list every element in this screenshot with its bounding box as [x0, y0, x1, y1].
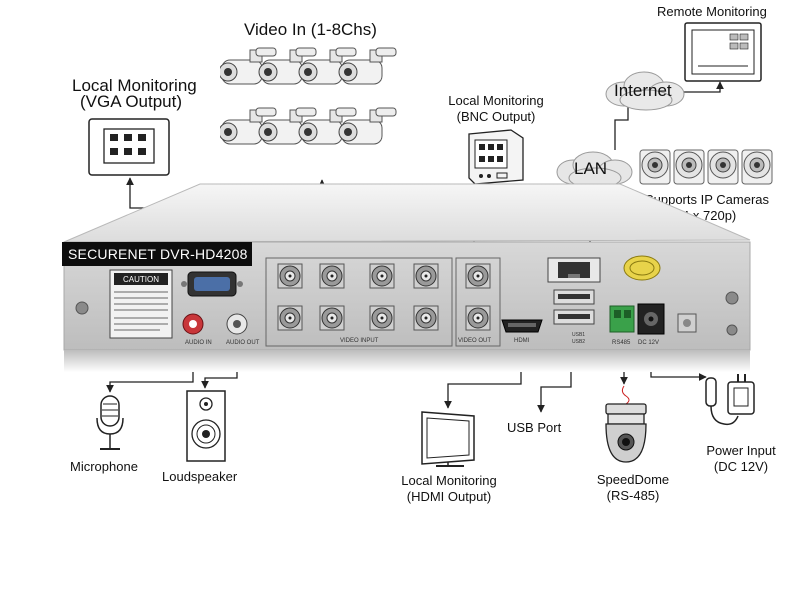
bnc-label: Local Monitoring (BNC Output) — [438, 93, 554, 125]
bnc-label-line2: (BNC Output) — [456, 109, 536, 124]
power-label: Power Input (DC 12V) — [698, 443, 784, 475]
dc12v-text: DC 12V — [638, 340, 659, 346]
dvr-top-cover — [63, 183, 751, 243]
video-out-frame — [455, 257, 501, 347]
vga-port — [181, 271, 243, 297]
audio-in-port — [182, 313, 204, 335]
bnc-connector — [319, 305, 345, 331]
bullet-camera — [220, 47, 277, 85]
passed-sticker — [623, 255, 661, 281]
usb-ports — [553, 289, 595, 325]
bnc-monitor-icon — [468, 129, 524, 185]
video-input-text: VIDEO INPUT — [340, 338, 379, 344]
bullet-camera — [338, 107, 397, 145]
bnc-connector — [413, 263, 439, 289]
power-adapter-icon — [705, 374, 755, 426]
speeddome-icon — [605, 385, 647, 463]
remote-link — [680, 81, 724, 93]
lan-cloud-icon — [556, 151, 633, 189]
remote-label: Remote Monitoring — [657, 4, 767, 19]
video-in-label: Video In (1-8Chs) — [244, 20, 377, 39]
lan-port — [547, 257, 601, 283]
ip-cameras-line1: Supports IP Cameras — [644, 192, 770, 207]
usb2-text: USB2 — [572, 339, 585, 345]
ip-camera — [741, 149, 773, 185]
vga-label-line1: Local Monitoring — [72, 76, 197, 95]
loudspeaker-icon — [186, 390, 226, 462]
speeddome-label: SpeedDome (RS-485) — [590, 472, 676, 504]
power-line2: (DC 12V) — [713, 459, 769, 474]
rs485-terminal — [609, 305, 635, 333]
bnc-connector — [277, 305, 303, 331]
lan-label: LAN — [574, 159, 608, 178]
hdmi-label-line1: Local Monitoring — [401, 473, 497, 488]
hdmi-port — [501, 319, 543, 333]
bullet-camera — [298, 47, 357, 85]
usb1-text: USB1 — [572, 332, 585, 338]
loudspeaker-label: Loudspeaker — [162, 469, 238, 484]
bullet-camera — [220, 107, 277, 145]
bnc-connector — [465, 305, 491, 331]
vga-label-line2: (VGA Output) — [79, 92, 183, 111]
dc-jack — [637, 303, 665, 335]
model-badge: SECURENET DVR-HD4208 — [62, 242, 252, 266]
analog-cameras — [220, 47, 397, 145]
video-out-text: VIDEO OUT — [458, 338, 491, 344]
bnc-connector — [413, 305, 439, 331]
bullet-camera — [338, 47, 397, 85]
audio-out-port — [226, 313, 248, 335]
hdmi-text: HDMI — [514, 338, 530, 344]
internet-link — [614, 105, 629, 150]
bnc-label-line1: Local Monitoring — [448, 93, 544, 108]
microphone-icon — [96, 395, 124, 450]
caution-title: CAUTION — [123, 275, 159, 284]
ip-camera — [707, 149, 739, 185]
ip-cameras-icon — [639, 149, 773, 185]
ip-camera — [639, 149, 671, 185]
vga-monitor-icon — [88, 118, 170, 176]
hdmi-label-line2: (HDMI Output) — [406, 489, 492, 504]
speeddome-line1: SpeedDome — [596, 472, 670, 487]
internet-cloud-icon — [605, 71, 685, 111]
power-line1: Power Input — [706, 443, 776, 458]
video-input-frame — [265, 257, 453, 347]
vga-label: Local Monitoring (VGA Output) — [72, 76, 197, 111]
bullet-camera — [258, 47, 317, 85]
caution-sticker: CAUTION — [109, 269, 173, 339]
microphone-label: Microphone — [70, 459, 138, 474]
internet-label: Internet — [614, 81, 672, 100]
ip-camera — [673, 149, 705, 185]
audio-in-text: AUDIO IN — [185, 340, 212, 346]
dvr-unit: CAUTION AUDIO IN AUDIO OUT VIDEO INPUT V… — [63, 183, 751, 372]
hdmi-label: Local Monitoring (HDMI Output) — [382, 473, 516, 505]
bullet-camera — [258, 107, 317, 145]
bnc-connector — [319, 263, 345, 289]
remote-monitor-icon — [684, 22, 762, 82]
audio-out-text: AUDIO OUT — [226, 340, 260, 346]
speeddome-line2: (RS-485) — [606, 488, 660, 503]
bnc-connector — [465, 263, 491, 289]
usb-port-label: USB Port — [507, 420, 562, 435]
hdmi-tv-icon — [421, 411, 475, 467]
rs485-text: RS485 — [612, 340, 631, 346]
bnc-connector — [369, 263, 395, 289]
bnc-connector — [369, 305, 395, 331]
bnc-connector — [277, 263, 303, 289]
